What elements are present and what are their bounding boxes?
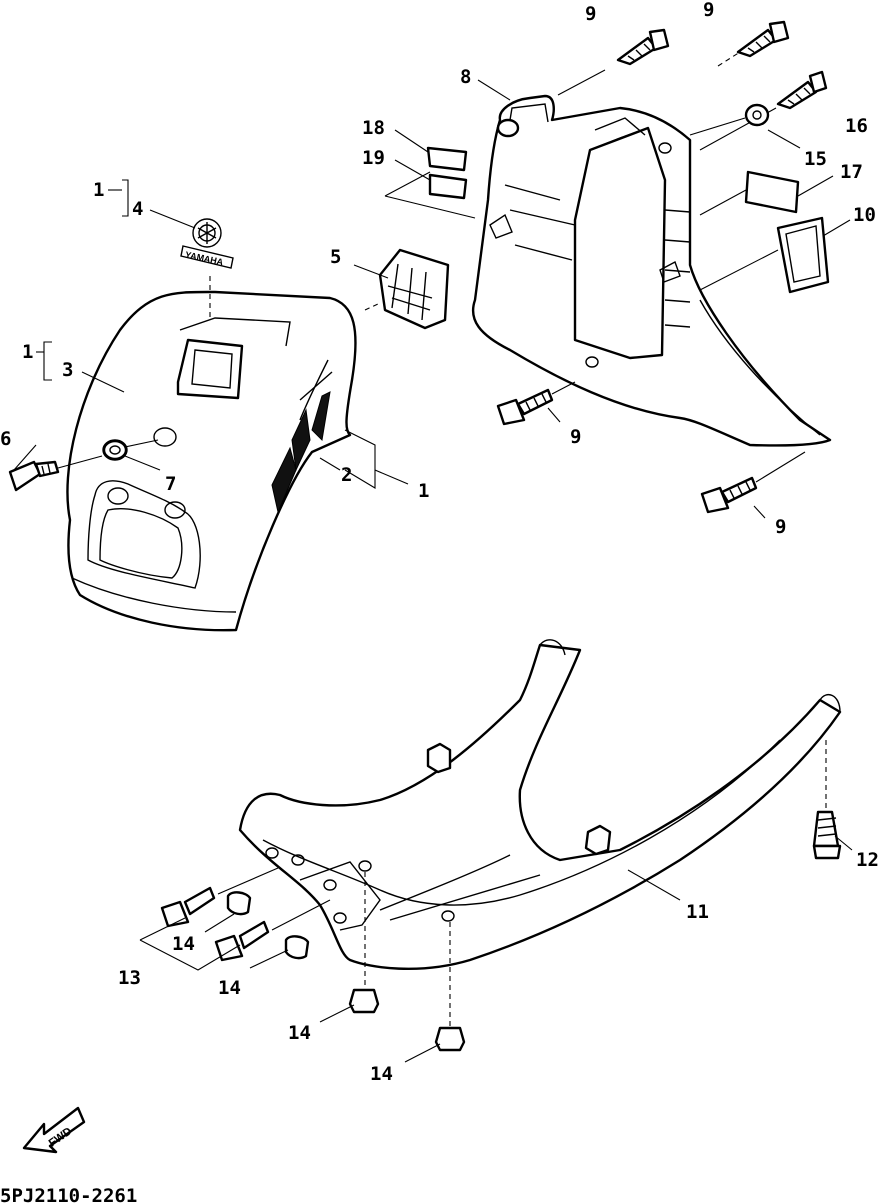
vent-grille [378, 248, 450, 330]
callout-15: 15 [804, 148, 827, 170]
label-17 [744, 170, 800, 214]
side-stripe-decal [271, 371, 333, 514]
callout-1-stripe: 1 [418, 480, 429, 502]
drawing-code: 5PJ2110-2261 [0, 1185, 137, 1204]
screw-13-upper [160, 886, 216, 928]
callout-12: 12 [856, 849, 879, 871]
bottom-cover-part [238, 639, 842, 971]
yamaha-emblem: YAMAHA [180, 218, 234, 269]
clip-14-b [284, 935, 310, 960]
screw-9-mid-left [496, 388, 554, 426]
callout-14-d: 14 [370, 1063, 393, 1085]
callout-19: 19 [362, 147, 385, 169]
grommet-7 [102, 439, 128, 461]
callout-14-a: 14 [172, 933, 195, 955]
callout-1-emblem: 1 [93, 179, 104, 201]
gasket-10 [776, 216, 830, 294]
screw-9-top-right [736, 20, 790, 58]
front-cover-part [66, 290, 357, 632]
callout-3: 3 [62, 359, 73, 381]
screw-16 [776, 70, 828, 110]
callout-9-mid-right: 9 [775, 516, 786, 538]
callout-18: 18 [362, 117, 385, 139]
callout-9-mid-left: 9 [570, 426, 581, 448]
callout-9-top-right: 9 [703, 0, 714, 21]
fwd-arrow: FWD [22, 1106, 86, 1154]
callout-14-b: 14 [218, 977, 241, 999]
clip-14-a [226, 891, 252, 916]
screw-13-lower [214, 920, 270, 962]
callout-13: 13 [118, 967, 141, 989]
callout-7: 7 [165, 473, 176, 495]
callout-4: 4 [132, 198, 143, 220]
clip-14-d [434, 1026, 466, 1052]
callout-2: 2 [341, 464, 352, 486]
callout-17: 17 [840, 161, 863, 183]
label-19 [428, 173, 468, 200]
callout-6: 6 [0, 428, 11, 450]
callout-10: 10 [853, 204, 876, 226]
screw-9-top-left [616, 28, 670, 66]
callout-numbers: 1 4 1 3 5 6 7 2 1 8 9 9 16 15 17 10 18 1… [0, 0, 879, 1085]
label-18 [426, 146, 468, 172]
inner-panel-part [471, 94, 832, 447]
screw-12 [812, 810, 842, 860]
screw-6 [8, 460, 60, 492]
clip-14-c [348, 988, 380, 1014]
callout-8: 8 [460, 66, 471, 88]
callout-5: 5 [330, 246, 341, 268]
callout-1-cover: 1 [22, 341, 33, 363]
washer-15 [744, 103, 770, 127]
callout-11: 11 [686, 901, 709, 923]
callout-14-c: 14 [288, 1022, 311, 1044]
callout-16: 16 [845, 115, 868, 137]
callout-9-top-left: 9 [585, 3, 596, 25]
screw-9-mid-right [700, 476, 758, 514]
callout-leaders [13, 79, 853, 901]
